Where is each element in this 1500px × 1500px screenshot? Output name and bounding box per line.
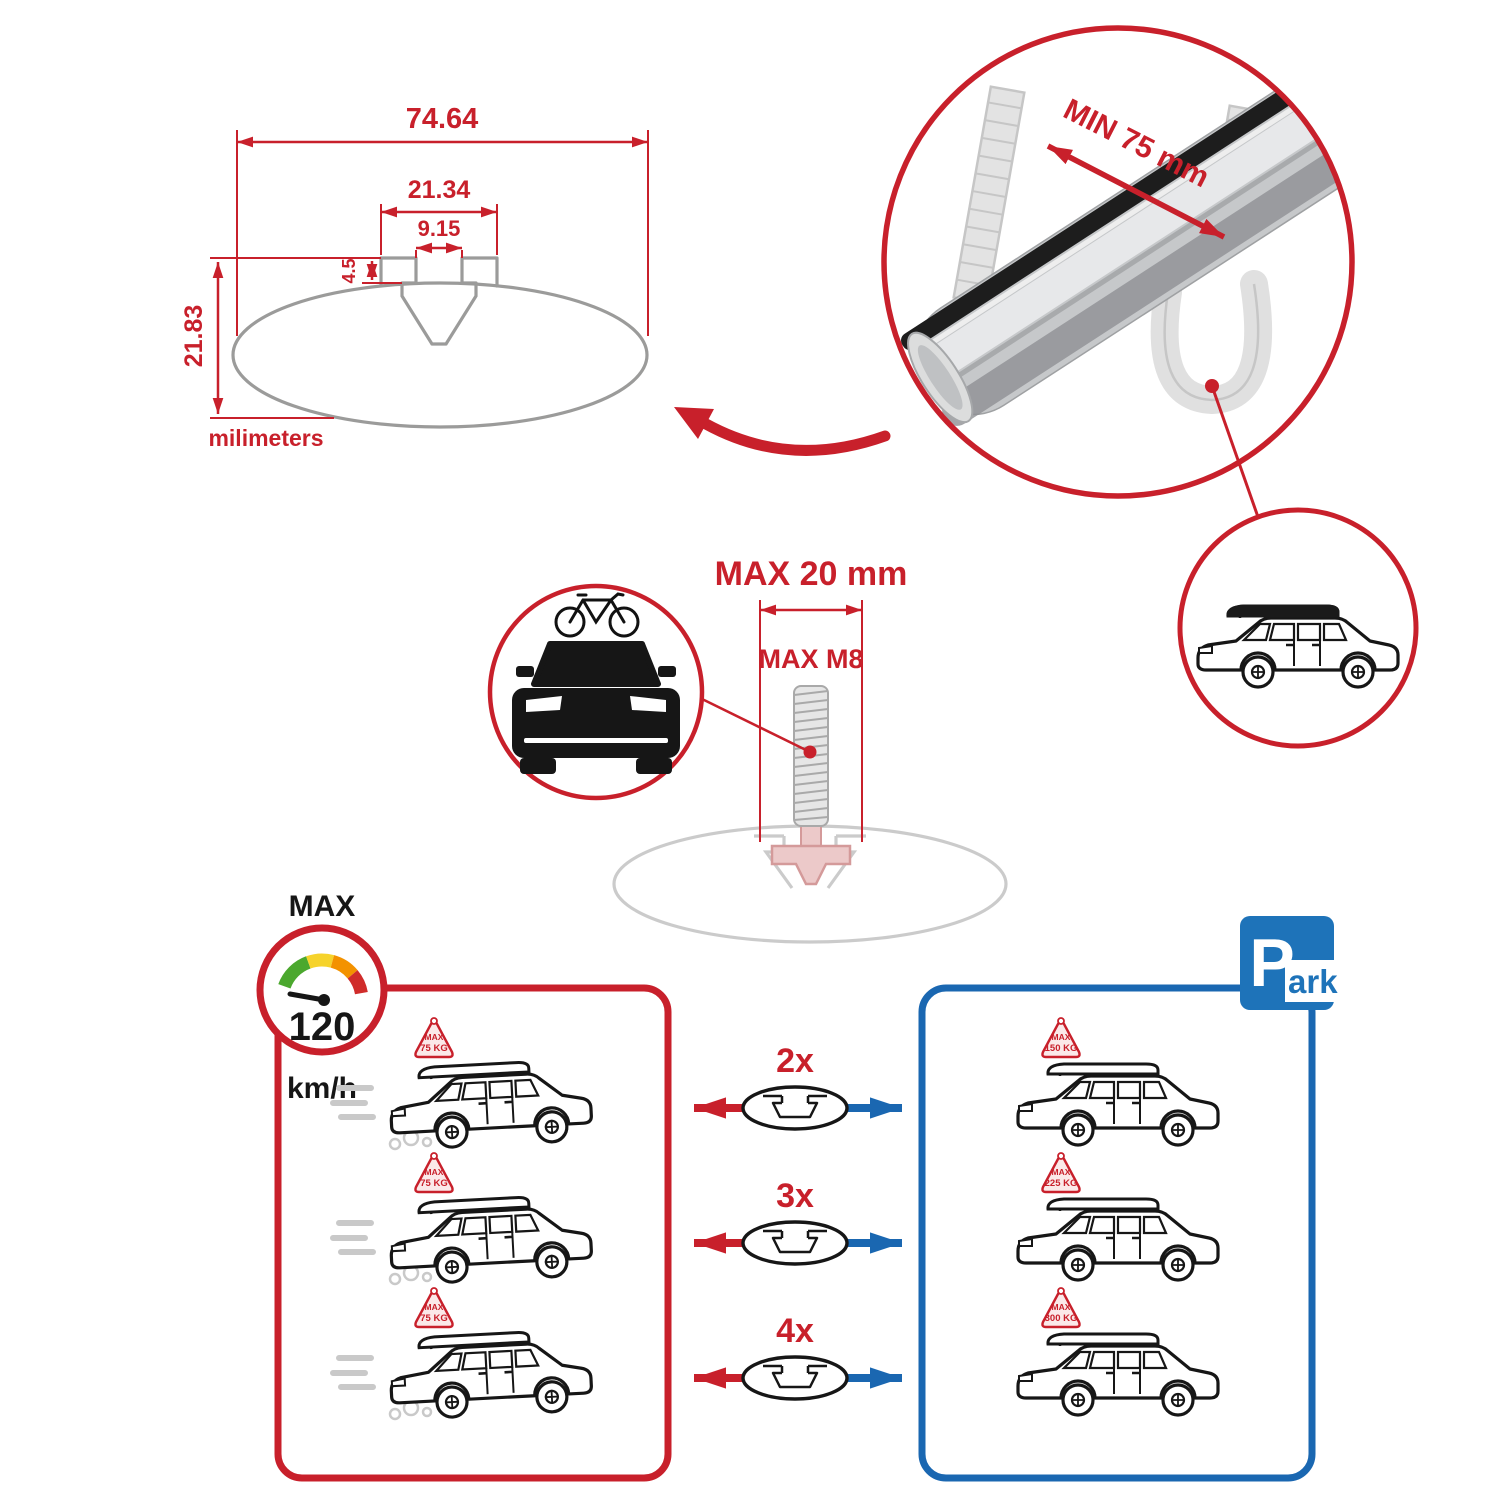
circle-connector-line [1210, 385, 1260, 518]
gauge-pivot [318, 994, 330, 1006]
speed-limit-badge: MAX 120 km/h [256, 890, 388, 1105]
parked-car-3: MAX 300 KG [1016, 1286, 1220, 1417]
driving-car-2: MAX 75 KG [333, 1151, 595, 1285]
triangle-weight: 300 KG [1045, 1313, 1078, 1324]
triangle-weight: 75 KG [420, 1178, 447, 1189]
speed-title: MAX [289, 890, 356, 923]
dim-slot-depth: 4.5 [339, 257, 402, 284]
bar-photo-circle: MIN 75 mm [881, 25, 1355, 499]
photo-circle-outline [881, 25, 1355, 499]
t-slot-profile [379, 256, 499, 346]
driving-cars: MAX 75 KG MAX 75 KG MAX 75 KG [333, 1016, 595, 1420]
max-width-label: MAX 20 mm [715, 555, 908, 593]
triangle-weight: 75 KG [420, 1043, 447, 1054]
dim-total-width-label: 74.64 [406, 103, 479, 135]
ghost-strap-loop-edge [1163, 283, 1260, 402]
dim-slot-depth-label: 4.5 [339, 258, 359, 283]
parking-sign: P ark [1240, 916, 1342, 1010]
bar-count-row-3: 4x [694, 1312, 902, 1401]
triangle-max: MAX [1052, 1167, 1071, 1177]
units-label: milimeters [208, 425, 323, 451]
dim-slot-width-label: 9.15 [418, 216, 461, 241]
car-front-circle [487, 583, 705, 801]
triangle-max: MAX [425, 1032, 444, 1042]
triangle-weight: 225 KG [1045, 1178, 1078, 1189]
bicycle-icon [554, 592, 640, 638]
headlight-right [630, 696, 666, 712]
dim-total-height: 21.83 [180, 257, 379, 419]
cross-section-drawing: 74.64 21.34 9.15 4.5 21.83 milimeters [180, 103, 649, 451]
parking-label-bg [1285, 960, 1342, 1002]
bolt-t-head [770, 844, 852, 886]
dim-slot-width: 9.15 [415, 216, 463, 258]
bar-count-label: 3x [776, 1177, 814, 1215]
bar-count-row-2: 3x [694, 1177, 902, 1266]
bar-count-rows: 2x 3x 4x [694, 1042, 902, 1401]
parked-car-1: MAX 150 KG [1016, 1016, 1220, 1147]
bolt-section: MAX 20 mm MAX M8 [487, 555, 1008, 944]
dim-total-width: 74.64 [236, 103, 649, 336]
triangle-weight: 150 KG [1045, 1043, 1078, 1054]
bolt-callout-dot [803, 745, 817, 759]
bar-profile-ellipse [231, 281, 649, 429]
max-thread-label: MAX M8 [758, 644, 863, 674]
triangle-max: MAX [1052, 1302, 1071, 1312]
photo-to-drawing-arrow [674, 407, 891, 456]
bar-count-row-1: 2x [694, 1042, 902, 1131]
suv-circle [1177, 507, 1419, 749]
bumper-line [524, 738, 668, 743]
gauge-arc [278, 953, 368, 995]
triangle-max: MAX [425, 1302, 444, 1312]
bar-count-label: 4x [776, 1312, 814, 1350]
ghost-slot-profile [754, 834, 866, 889]
headlight-left [526, 696, 562, 712]
bolt-neck [800, 825, 822, 849]
bar-count-label: 2x [776, 1042, 814, 1080]
parking-rest: ark [1288, 963, 1338, 1000]
car-front-view [512, 641, 680, 774]
driving-car-3: MAX 75 KG [333, 1286, 595, 1420]
speedometer-dial [256, 924, 388, 1056]
parked-car-2: MAX 225 KG [1016, 1151, 1220, 1282]
parked-cars: MAX 150 KG MAX 225 KG MAX 300 KG [1016, 1016, 1220, 1417]
dim-channel-width-label: 21.34 [408, 176, 471, 204]
roof-box-black [1226, 604, 1340, 618]
triangle-max: MAX [425, 1167, 444, 1177]
bolt-callout-line [699, 696, 811, 754]
triangle-max: MAX [1052, 1032, 1071, 1042]
driving-car-1: MAX 75 KG [333, 1016, 595, 1150]
triangle-weight: 75 KG [420, 1313, 447, 1324]
bolt-dim-rails [759, 600, 863, 842]
dim-total-height-label: 21.83 [180, 305, 208, 368]
speed-value: 120 [289, 1005, 356, 1049]
dim-channel-width: 21.34 [380, 176, 498, 255]
suv-with-roofbox [1196, 604, 1400, 689]
